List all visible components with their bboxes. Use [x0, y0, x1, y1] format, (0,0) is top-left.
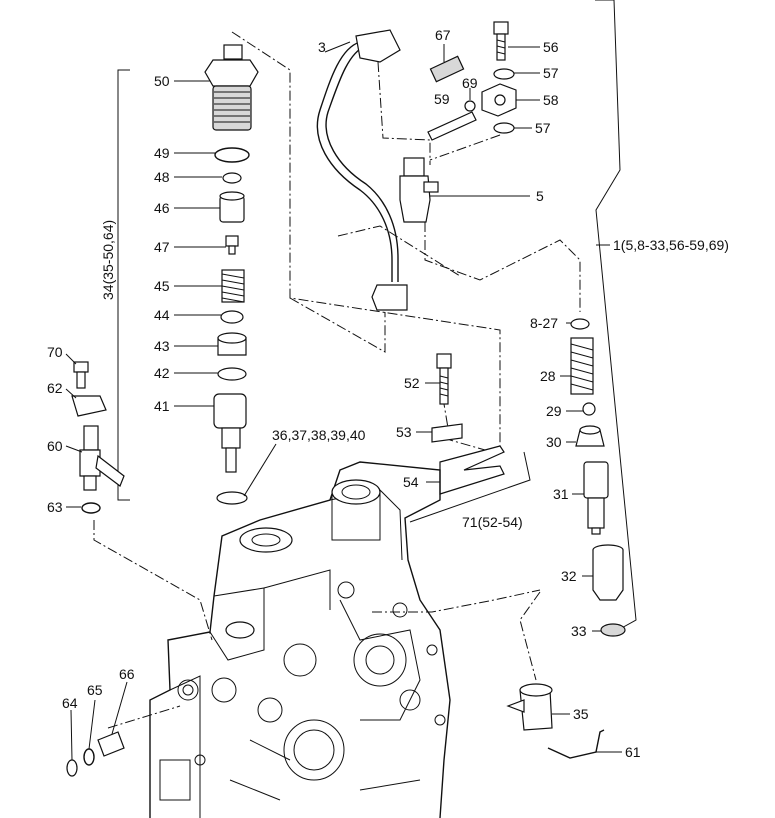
label-3: 3: [318, 39, 326, 55]
label-59: 59: [434, 91, 450, 107]
part-66: [97, 731, 125, 757]
part-52: [436, 353, 452, 405]
label-29: 29: [546, 403, 562, 419]
label-43: 43: [154, 338, 170, 354]
part-53: [431, 423, 463, 443]
part-61: [547, 729, 605, 759]
part-60: [79, 425, 125, 491]
part-29: [582, 402, 596, 416]
leader-3: [324, 41, 351, 53]
part-70: [73, 361, 89, 389]
label-5: 5: [536, 188, 544, 204]
label-31: 31: [553, 486, 569, 502]
label-66: 66: [119, 666, 135, 682]
label-63: 63: [47, 499, 63, 515]
part-46: [219, 191, 245, 223]
part-64: [66, 759, 78, 777]
part-35: [506, 683, 553, 731]
engine-block: [149, 461, 451, 818]
label-53: 53: [396, 424, 412, 440]
label-48: 48: [154, 169, 170, 185]
label-56: 56: [543, 39, 559, 55]
part-67: [429, 55, 465, 83]
bracket-71: [409, 451, 531, 523]
label-71: 71(52-54): [462, 514, 523, 530]
leader-36-40: [243, 443, 277, 497]
label-67: 67: [435, 27, 451, 43]
part-5: [399, 157, 439, 223]
part-8-27: [570, 318, 590, 330]
part-36-40: [216, 491, 248, 505]
part-48: [222, 172, 242, 184]
leaders-64-66: [70, 681, 128, 761]
label-8-27: 8-27: [530, 315, 558, 331]
label-30: 30: [546, 434, 562, 450]
label-44: 44: [154, 307, 170, 323]
part-3-pipe: [316, 29, 408, 311]
part-56: [493, 21, 509, 61]
label-70: 70: [47, 344, 63, 360]
label-1: 1(5,8-33,56-59,69): [613, 237, 729, 253]
label-36-40: 36,37,38,39,40: [272, 427, 366, 443]
leader-70: [65, 353, 77, 365]
part-30: [575, 425, 605, 447]
part-47: [225, 235, 239, 255]
label-33: 33: [571, 623, 587, 639]
label-28: 28: [540, 368, 556, 384]
label-49: 49: [154, 145, 170, 161]
bracket-34: [117, 69, 130, 501]
part-69: [464, 100, 476, 112]
label-46: 46: [154, 200, 170, 216]
label-54: 54: [403, 474, 419, 490]
label-52: 52: [404, 375, 420, 391]
label-45: 45: [154, 278, 170, 294]
label-61: 61: [625, 744, 641, 760]
part-57b: [493, 122, 515, 134]
label-57-top: 57: [543, 65, 559, 81]
label-50: 50: [154, 73, 170, 89]
leaders-left: [174, 80, 226, 407]
callout-labels: 50 49 48 46 47 45 44 43 42 41 34(35-50,6…: [47, 27, 729, 760]
label-58: 58: [543, 92, 559, 108]
part-43: [217, 332, 247, 356]
label-69: 69: [462, 75, 478, 91]
part-59: [427, 111, 477, 141]
label-65: 65: [87, 682, 103, 698]
label-41: 41: [154, 398, 170, 414]
part-42: [217, 367, 247, 381]
part-63: [81, 502, 101, 514]
assembly-lines: [93, 31, 581, 729]
part-57a: [493, 68, 515, 80]
part-50: [204, 44, 259, 131]
label-34: 34(35-50,64): [100, 220, 116, 300]
part-54: [439, 445, 505, 495]
part-33: [600, 623, 626, 637]
label-62: 62: [47, 380, 63, 396]
part-58: [481, 83, 517, 117]
part-28: [570, 337, 594, 395]
label-42: 42: [154, 365, 170, 381]
label-35: 35: [573, 706, 589, 722]
part-44: [220, 310, 244, 324]
part-65: [83, 748, 95, 766]
part-32: [592, 544, 624, 601]
part-49: [214, 147, 250, 163]
label-60: 60: [47, 438, 63, 454]
leader-62: [65, 388, 77, 399]
label-64: 64: [62, 695, 78, 711]
part-62: [71, 395, 107, 417]
part-31: [583, 461, 609, 535]
label-47: 47: [154, 239, 170, 255]
bracket-1: [595, 0, 637, 631]
label-32: 32: [561, 568, 577, 584]
part-45: [221, 269, 245, 303]
part-41: [213, 393, 247, 473]
label-57-bottom: 57: [535, 120, 551, 136]
leader-60: [65, 445, 83, 453]
